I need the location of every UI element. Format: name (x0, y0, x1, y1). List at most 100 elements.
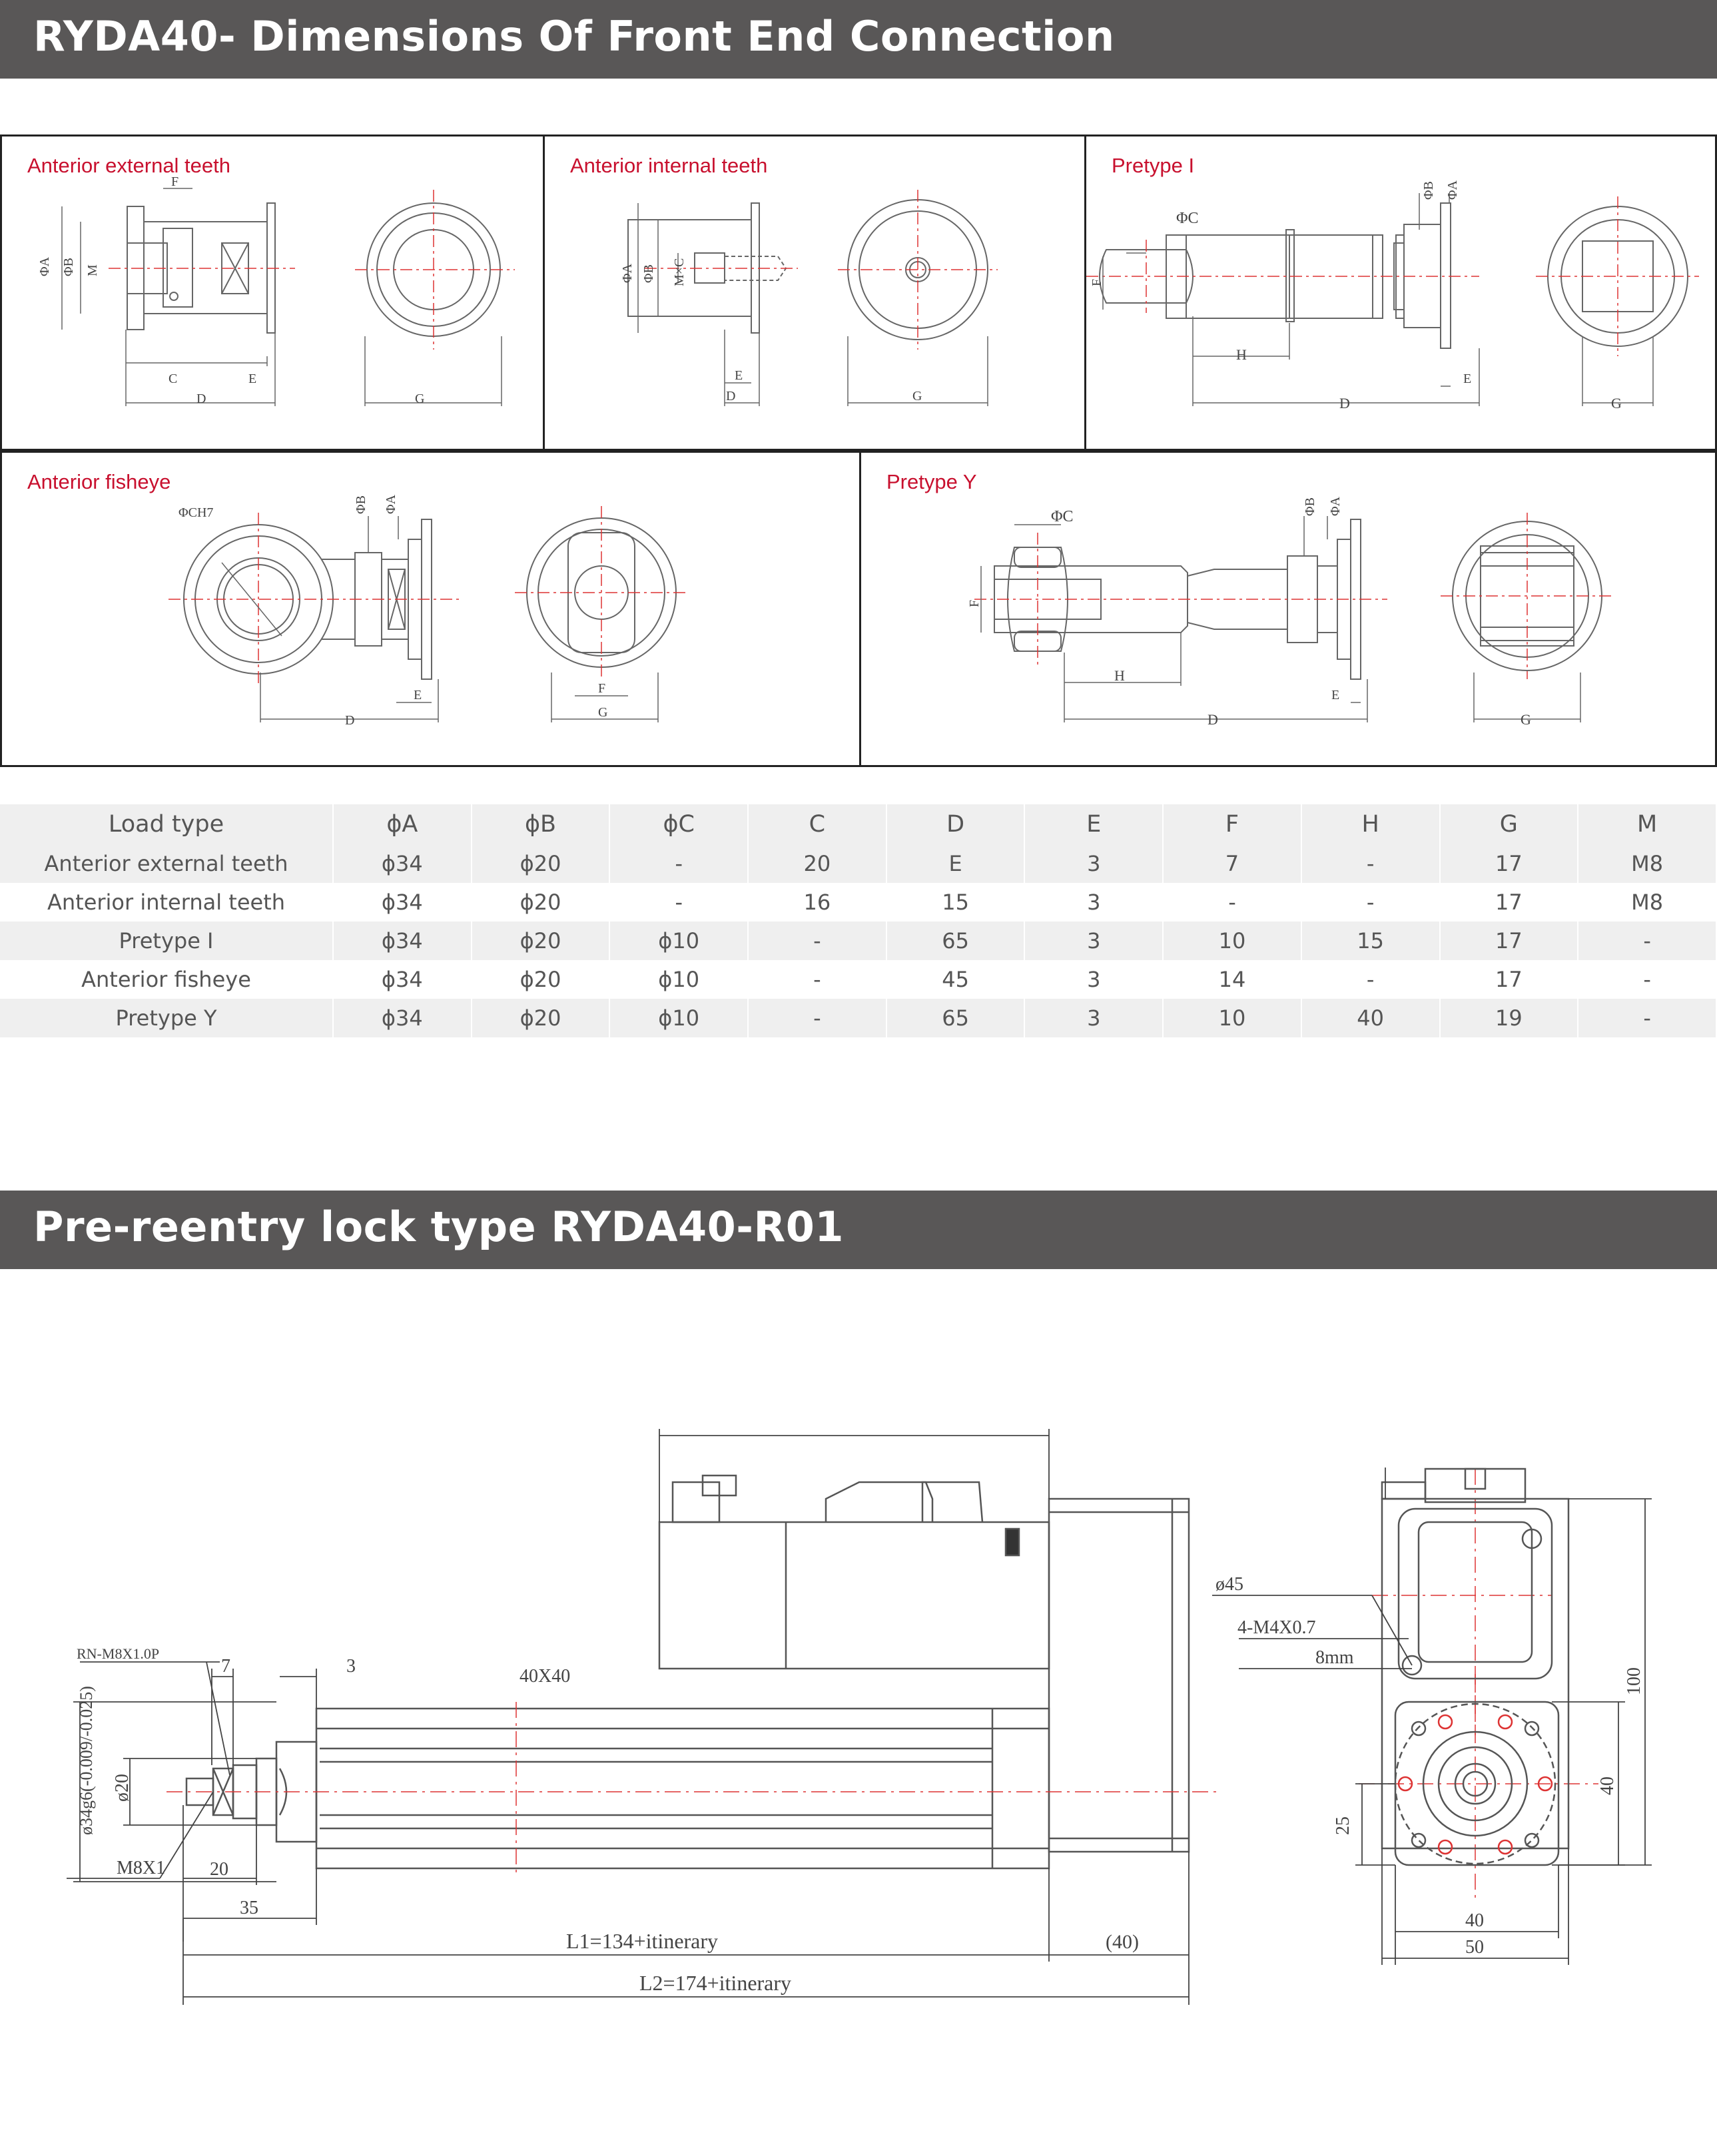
table-cell: ϕ20 (471, 960, 611, 999)
label-e: E (248, 372, 256, 386)
table-cell: - (748, 999, 887, 1037)
table-cell: 17 (1439, 922, 1579, 960)
label-d3: 3 (346, 1656, 356, 1677)
label-l2: L2=174+itinerary (639, 1971, 791, 1995)
label-d25: 25 (1333, 1816, 1353, 1835)
table-cell: ϕ34 (333, 922, 472, 960)
table-cell: Pretype Y (0, 999, 334, 1037)
table-row: Pretype Y ϕ34 ϕ20 ϕ10 - 65 3 10 40 19 - (0, 999, 1717, 1037)
table-cell: 65 (886, 999, 1026, 1037)
label-e: E (414, 688, 422, 702)
label-phi45: ø45 (1215, 1574, 1243, 1595)
drawing-pretype-y: ΦC ΦB ΦA F H E D G (967, 496, 1614, 728)
table-cell: 10 (1163, 999, 1302, 1037)
table-row: Pretype I ϕ34 ϕ20 ϕ10 - 65 3 10 15 17 - (0, 922, 1717, 960)
label-f: F (967, 600, 982, 607)
table-cell: ϕ34 (333, 883, 472, 922)
actuator-drawing: RN-M8X1.0P 7 3 40X40 ø34g6(-0.009/-0.025… (67, 1429, 1652, 2005)
header-h: H (1301, 804, 1441, 844)
table-cell: 3 (1024, 999, 1164, 1037)
label-mxc: M×C (672, 258, 687, 286)
section-title: Pre-reentry lock type RYDA40-R01 (33, 1203, 845, 1251)
table-row: Anterior external teeth ϕ34 ϕ20 - 20 E 3… (0, 844, 1717, 883)
label-rod-end: RN-M8X1.0P (77, 1645, 159, 1662)
table-cell: 20 (748, 844, 887, 883)
end-view-motor (1397, 1507, 1553, 1680)
table-cell: - (1301, 883, 1441, 922)
spec-table: Load type ϕA ϕB ϕC C D E F H G M Anterio… (0, 804, 1717, 1037)
label-g: G (912, 389, 922, 404)
profile-body (315, 1707, 1050, 1870)
clevis-body (994, 565, 1188, 633)
table-cell: Anterior external teeth (0, 844, 334, 883)
table-cell: 40 (1301, 999, 1441, 1037)
label-d35: 35 (240, 1898, 258, 1918)
label-phi-b: ΦB (1303, 497, 1317, 516)
table-cell: 15 (1301, 922, 1441, 960)
body-outline (143, 221, 268, 314)
label-m8: M8X1 (117, 1858, 165, 1878)
panel-anterior-external-teeth: ΦA ΦB M F C E D G Anterior external teet… (0, 135, 545, 451)
table-cell: ϕ34 (333, 999, 472, 1037)
label-d34: ø34g6(-0.009/-0.025) (77, 1686, 96, 1835)
table-cell: 10 (1163, 922, 1302, 960)
label-d40v: 40 (1597, 1776, 1618, 1795)
table-cell: 15 (886, 883, 1026, 922)
end-view-bore (1422, 1731, 1529, 1837)
label-m: M (85, 264, 100, 276)
table-cell: - (1163, 883, 1302, 922)
label-e: E (735, 368, 743, 383)
label-phi-b: ΦB (641, 264, 656, 283)
mount-hole (1521, 1528, 1543, 1549)
table-cell: ϕ10 (609, 922, 749, 960)
table-cell: - (748, 922, 887, 960)
table-cell: Anterior fisheye (0, 960, 334, 999)
label-d: D (196, 392, 206, 406)
table-cell: 3 (1024, 883, 1164, 922)
header-phi-a: ϕA (333, 804, 472, 844)
drawing-external-teeth: ΦA ΦB M F C E D G (37, 174, 515, 406)
table-header-row: Load type ϕA ϕB ϕC C D E F H G M (0, 804, 1717, 844)
table-cell: 17 (1439, 960, 1579, 999)
table-cell: ϕ10 (609, 999, 749, 1037)
table-cell: M8 (1578, 883, 1717, 922)
label-phi-a: ΦA (1328, 496, 1343, 516)
table-cell: ϕ20 (471, 883, 611, 922)
table-row: Anterior fisheye ϕ34 ϕ20 ϕ10 - 45 3 14 -… (0, 960, 1717, 999)
panel-title: Anterior internal teeth (570, 154, 768, 177)
label-phi-c-h7: ΦCH7 (178, 505, 213, 520)
panel-title: Pretype Y (886, 470, 977, 493)
flange-plate (1350, 519, 1361, 680)
label-phi-a: ΦA (384, 494, 398, 514)
label-c: C (169, 372, 177, 386)
label-f: F (598, 681, 605, 696)
table-cell: - (1301, 960, 1441, 999)
table-cell: 17 (1439, 844, 1579, 883)
end-view-housing (1381, 1497, 1570, 1850)
label-phi-c: ΦC (1051, 508, 1074, 525)
label-h: H (1114, 667, 1125, 684)
label-depth: 8mm (1315, 1647, 1354, 1668)
table-cell: M8 (1578, 844, 1717, 883)
label-profile: 40X40 (519, 1666, 570, 1687)
table-cell: Anterior internal teeth (0, 883, 334, 922)
label-phi-c: ΦC (1176, 210, 1199, 227)
label-g: G (1521, 711, 1531, 728)
table-cell: 3 (1024, 922, 1164, 960)
label-g: G (598, 705, 607, 720)
table-cell: E (886, 844, 1026, 883)
label-d: D (1339, 395, 1350, 411)
label-e: E (1331, 688, 1339, 702)
table-cell: ϕ34 (333, 960, 472, 999)
label-d50: 50 (1465, 1937, 1484, 1958)
header-phi-b: ϕB (471, 804, 611, 844)
label-d: D (1207, 711, 1218, 728)
table-cell: ϕ34 (333, 844, 472, 883)
label-l1: L1=134+itinerary (566, 1929, 718, 1953)
table-cell: - (1578, 960, 1717, 999)
table-cell: ϕ20 (471, 844, 611, 883)
drawing-fisheye: ΦCH7 ΦB ΦA E D F G (169, 494, 688, 728)
table-cell: - (748, 960, 887, 999)
table-cell: 16 (748, 883, 887, 922)
flange-plate (1440, 202, 1451, 349)
